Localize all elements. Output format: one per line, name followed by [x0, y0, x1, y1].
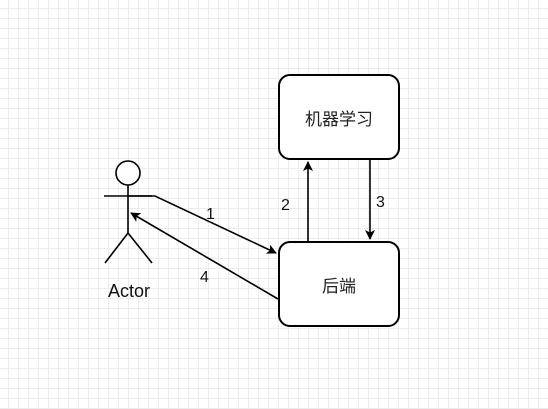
actor-label: Actor: [107, 281, 150, 301]
edge-4-arrow[interactable]: [130, 212, 279, 300]
actor-left-leg: [104, 232, 129, 264]
actor-right-leg: [127, 232, 153, 264]
actor-head: [115, 160, 141, 186]
node-machine-learning[interactable]: 机器学习: [278, 74, 400, 160]
edge-1-arrow[interactable]: [128, 195, 277, 254]
edge-3-label: 3: [376, 194, 385, 211]
edge-2-label: 2: [281, 197, 290, 214]
node-machine-learning-label: 机器学习: [305, 109, 373, 130]
edge-1-label: 1: [206, 206, 215, 223]
node-backend[interactable]: 后端: [278, 241, 400, 327]
node-backend-label: 后端: [322, 276, 356, 297]
edge-4-label: 4: [200, 269, 209, 286]
actor-figure[interactable]: [104, 160, 153, 264]
